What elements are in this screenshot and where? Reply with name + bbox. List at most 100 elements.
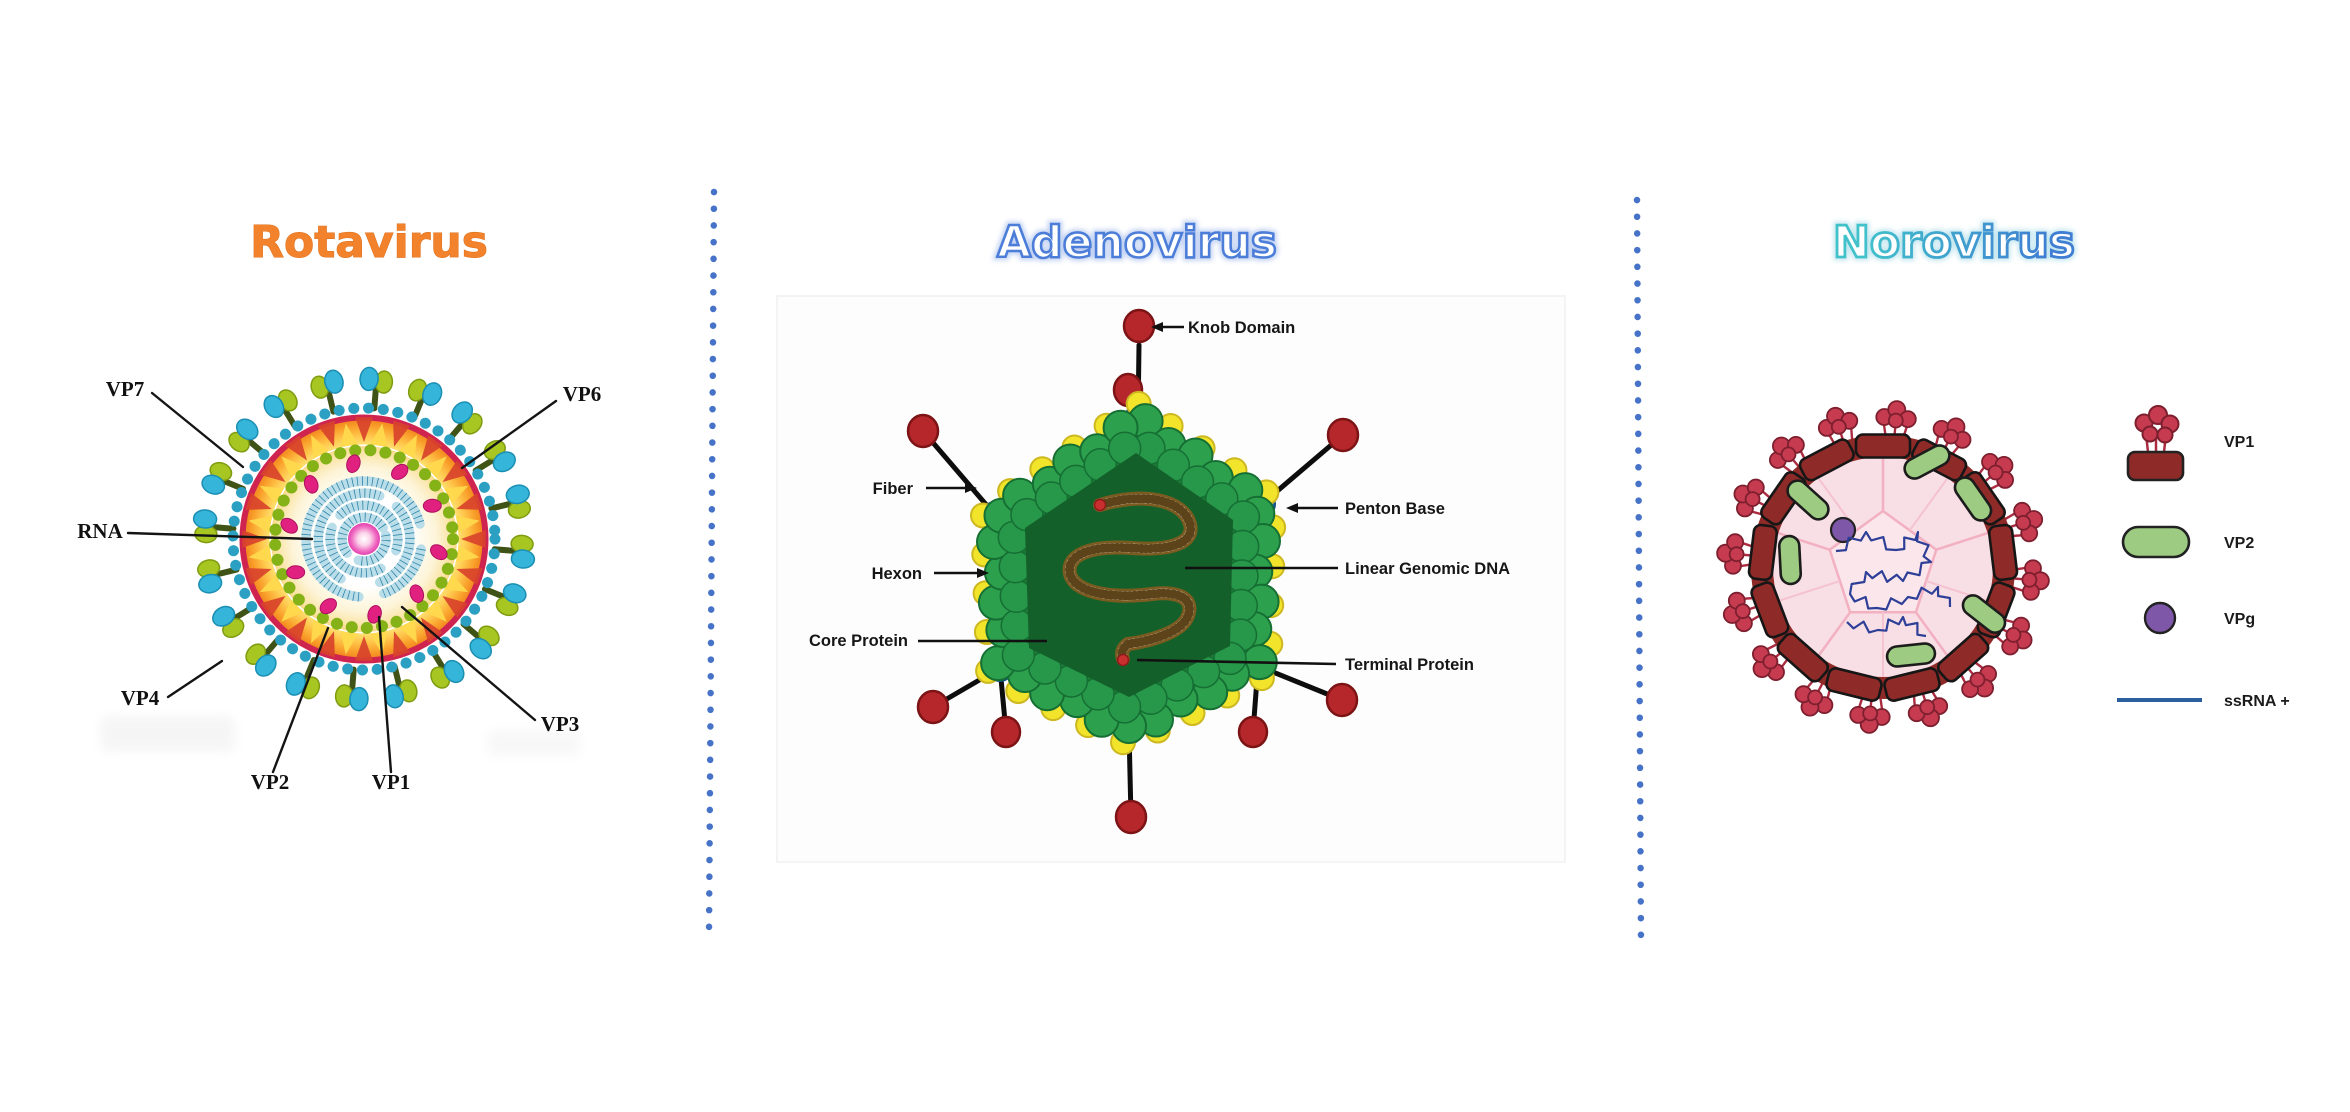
ssrna-squiggle (1835, 530, 1952, 638)
vp1-spike-cluster (1716, 533, 1759, 575)
flame-wedge (370, 631, 388, 655)
adenovirus-diagram: Knob Domain Fiber Penton Base Hexon Line… (776, 295, 1566, 863)
rota-spike (228, 418, 268, 457)
rna-coil-layer (301, 476, 426, 602)
capsid-brick (1776, 632, 1830, 683)
vp6-callout-line (460, 399, 558, 470)
section-divider-right (1633, 196, 1645, 948)
rota-spike (472, 440, 516, 474)
hexon-arrowhead (977, 568, 989, 578)
flame-wedge (259, 485, 284, 504)
rna-label: RNA (77, 519, 123, 543)
flame-wedge (424, 599, 447, 622)
ssrna-strand (1835, 530, 1952, 611)
flame-wedge (281, 456, 304, 479)
norovirus-title-glow: Norovirus (1833, 217, 2075, 268)
facet-line (1914, 611, 1950, 659)
rota-spike (446, 401, 483, 443)
rna-coil (301, 476, 425, 602)
flame-wedge (393, 420, 411, 447)
rna-coil (337, 512, 388, 558)
flame-wedge (285, 617, 307, 643)
legend-vpg-label: VPg (2224, 611, 2255, 628)
vp1-spike-cluster (1907, 683, 1949, 728)
flame-wedge (285, 435, 307, 461)
green-capsule-icon (2121, 525, 2191, 559)
penton-base-label: Penton Base (1345, 500, 1445, 518)
flame-wedge (456, 568, 483, 586)
vp1-callout-line (377, 615, 393, 774)
rotavirus-diagram: VP7 VP6 RNA VP4 VP2 VP1 VP3 (77, 366, 601, 794)
vp1-spike-cluster (1932, 417, 1972, 460)
knob-domain-label: Knob Domain (1188, 319, 1295, 337)
vp1-spike-cluster (1722, 591, 1767, 633)
vp2-callout-line (271, 626, 330, 774)
magenta-blob (303, 475, 319, 494)
capsid-brick (1883, 667, 1941, 702)
rota-spike (310, 369, 344, 415)
rna-coil-beads (325, 525, 384, 578)
magenta-blob (319, 598, 337, 615)
vp1-spike-cluster (1849, 691, 1891, 734)
capsid-spike-icon-base (2126, 450, 2185, 482)
rota-spike (197, 559, 240, 594)
flame-wedge (355, 417, 373, 442)
fiber-label: Fiber (873, 480, 914, 498)
penton-base-arrowhead (1286, 503, 1298, 513)
norovirus-title: Norovirus (1833, 217, 2075, 268)
capsid-spike-icon-blobs (2134, 405, 2180, 444)
fiber-arrowhead (965, 483, 977, 493)
rota-spike (334, 666, 369, 712)
flame-wedge (456, 545, 480, 563)
vp4-label: VP4 (121, 686, 160, 710)
rota-spike (192, 509, 237, 544)
flame-wedge (370, 423, 388, 447)
terminal-protein-label: Terminal Protein (1345, 656, 1474, 674)
vp2-capsules (1777, 444, 2007, 668)
flame-wedge (355, 636, 373, 661)
magenta-blob (422, 498, 442, 513)
flame-wedge (248, 515, 272, 533)
legend-vp2-label: VP2 (2224, 535, 2254, 552)
rna-coil-beads (382, 548, 426, 598)
facet-line (1776, 531, 1831, 551)
capsid-brick (1987, 523, 2019, 582)
magenta-blob (409, 584, 425, 603)
vp1-label: VP1 (372, 770, 411, 794)
flame-wedge (424, 456, 447, 479)
magenta-blob (391, 463, 409, 480)
outer-bead-ring (227, 402, 501, 676)
flame-wedge-layer (242, 417, 486, 661)
magenta-blob (286, 565, 306, 580)
flame-wedge (340, 423, 358, 447)
flame-wedge (461, 530, 486, 548)
flame-wedge (456, 492, 483, 510)
vp7-label: VP7 (106, 377, 145, 401)
rota-spike (407, 378, 443, 421)
flame-wedge (421, 617, 443, 643)
facet-line (1776, 579, 1841, 603)
capsid-brick (1747, 523, 1779, 582)
capsid-facet-pattern (1776, 455, 1990, 679)
core-center (348, 523, 380, 555)
terminal-protein-line (1136, 658, 1337, 666)
flame-wedge (260, 596, 286, 618)
rna-callout-line (126, 531, 314, 541)
flame-wedge (340, 631, 358, 655)
purple-circle-icon (2143, 601, 2177, 635)
rota-spike (384, 663, 418, 709)
flame-wedge (242, 530, 267, 548)
flame-wedge (317, 420, 335, 447)
flame-wedge (393, 631, 411, 658)
legend-vp1-label: VP1 (2224, 434, 2254, 451)
rotavirus-title: Rotavirus (250, 217, 488, 268)
rna-coil (313, 488, 385, 584)
norovirus-legend: VP1 VP2 VPg ssRNA + (2117, 405, 2290, 710)
flame-wedge (259, 574, 284, 593)
legend-ssrna-label: ssRNA + (2224, 693, 2290, 710)
flame-wedge (399, 434, 418, 459)
magenta-blob-layer (280, 454, 448, 624)
adenovirus-title-glow: Adenovirus (997, 217, 1277, 268)
knob-domains (906, 308, 1360, 835)
